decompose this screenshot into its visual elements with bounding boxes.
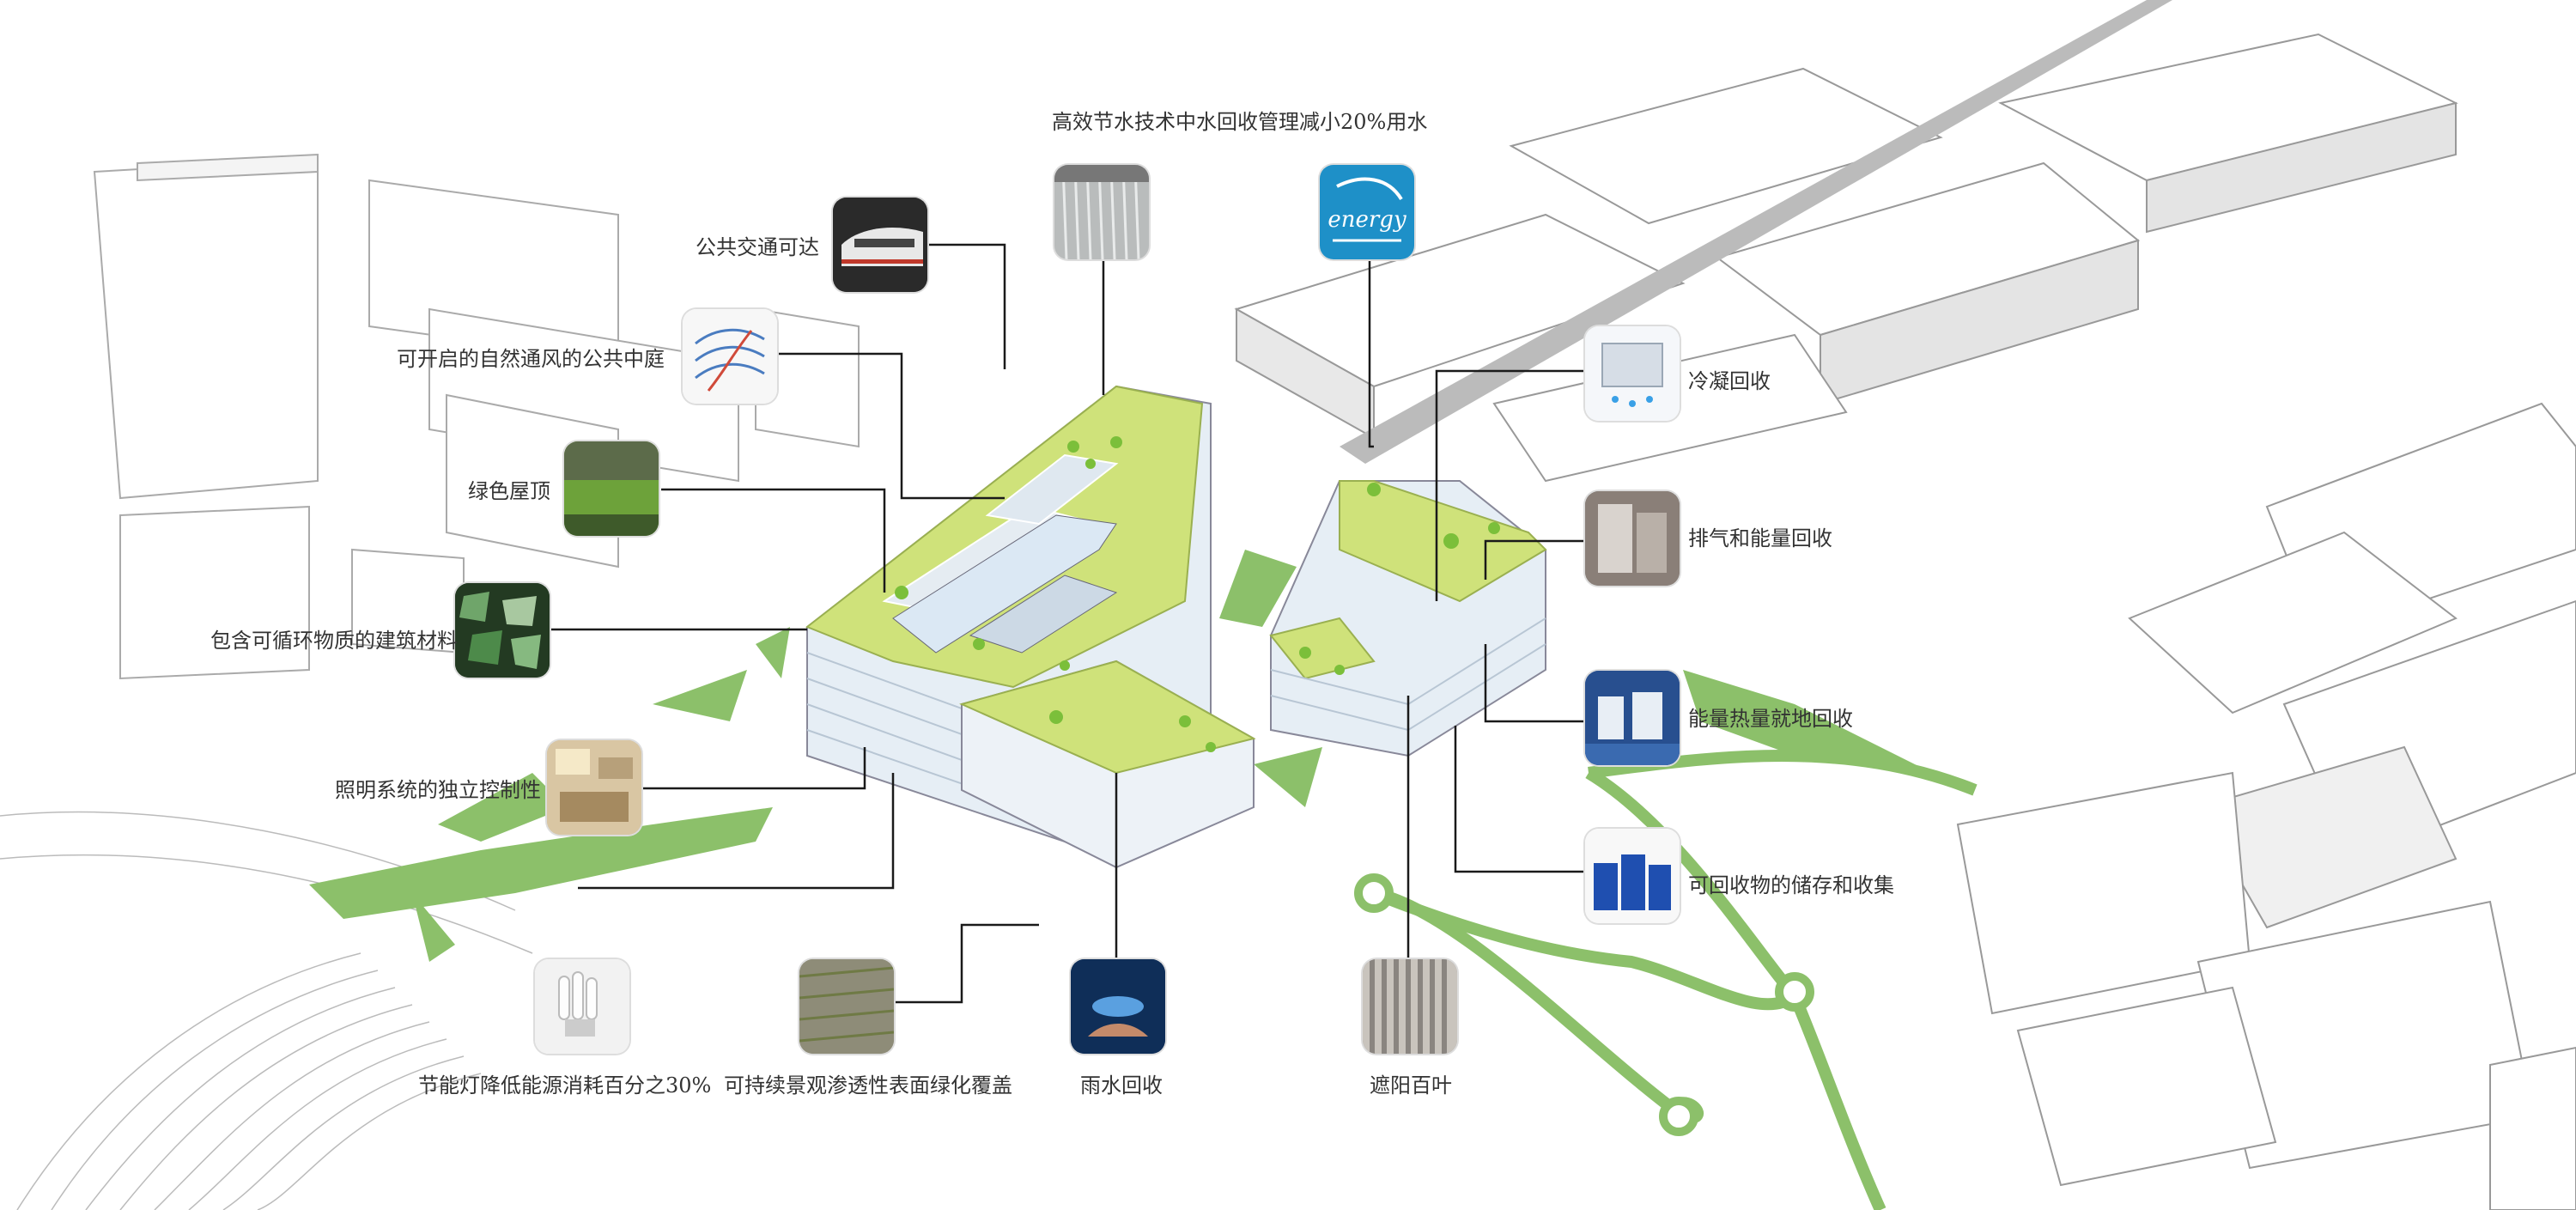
leader-heat <box>1484 644 1585 723</box>
leader-energy-star <box>1344 247 1374 448</box>
permeable-paving-photo <box>799 959 894 1054</box>
label-shading: 遮阳百叶 <box>1370 1073 1452 1098</box>
road-band <box>1340 0 2172 464</box>
label-condensate: 冷凝回收 <box>1688 369 1771 393</box>
energy-star-text: energy <box>1327 207 1406 233</box>
recycled-glass-photo <box>455 583 550 678</box>
path-nodes <box>1354 873 1814 1136</box>
leader-condensate <box>1435 369 1585 601</box>
label-atrium: 可开启的自然通风的公共中庭 <box>397 347 665 371</box>
label-exhaust: 排气和能量回收 <box>1688 526 1832 550</box>
leader-green-roof <box>661 488 886 593</box>
roof-trees <box>895 436 1500 752</box>
metro-train-icon <box>833 198 927 292</box>
green-roof-photo <box>564 441 659 536</box>
energy-saving-bulb-photo <box>535 959 629 1054</box>
label-energy-lamp: 节能灯降低能源消耗百分之30% <box>418 1073 712 1098</box>
leader-atrium <box>777 352 1005 500</box>
leader-bins <box>1454 726 1585 873</box>
shading-louver-photo <box>1363 959 1457 1054</box>
label-water-saving: 高效节水技术中水回收管理减小20%用水 <box>1052 110 1428 134</box>
rainwater-photo <box>1071 959 1165 1054</box>
label-rainwater: 雨水回收 <box>1080 1073 1163 1098</box>
water-shower-icon <box>1054 165 1149 259</box>
leader-lighting <box>601 747 866 790</box>
office-lighting-photo <box>547 740 641 835</box>
terrain-contours <box>0 811 533 1210</box>
main-building-east <box>1269 480 1547 757</box>
label-recyclables: 可回收物的储存和收集 <box>1688 873 1894 897</box>
label-heat-recovery: 能量热量就地回收 <box>1688 707 1853 731</box>
label-transit: 公共交通可达 <box>696 235 819 259</box>
label-recycled-material: 包含可循环物质的建筑材料 <box>210 629 458 653</box>
label-green-roof: 绿色屋顶 <box>468 479 550 503</box>
heat-recovery-photo <box>1585 671 1680 765</box>
leader-lamp <box>578 773 895 890</box>
main-building-west <box>805 385 1256 869</box>
condensate-icon <box>1585 326 1680 421</box>
ventilation-icon <box>683 309 777 404</box>
label-lighting: 照明系统的独立控制性 <box>335 778 541 802</box>
context-buildings-right <box>1234 33 2576 1210</box>
exhaust-duct-photo <box>1585 491 1680 586</box>
leader-permeable <box>893 923 1039 1004</box>
landscape-green <box>309 550 1932 962</box>
energy-star-icon: energy <box>1320 165 1414 259</box>
recycle-bins-photo <box>1585 829 1680 923</box>
label-permeable: 可持续景观渗透性表面绿化覆盖 <box>724 1073 1012 1098</box>
context-buildings-left <box>93 153 860 680</box>
leader-exhaust <box>1484 539 1585 580</box>
leader-transit <box>927 243 1006 369</box>
